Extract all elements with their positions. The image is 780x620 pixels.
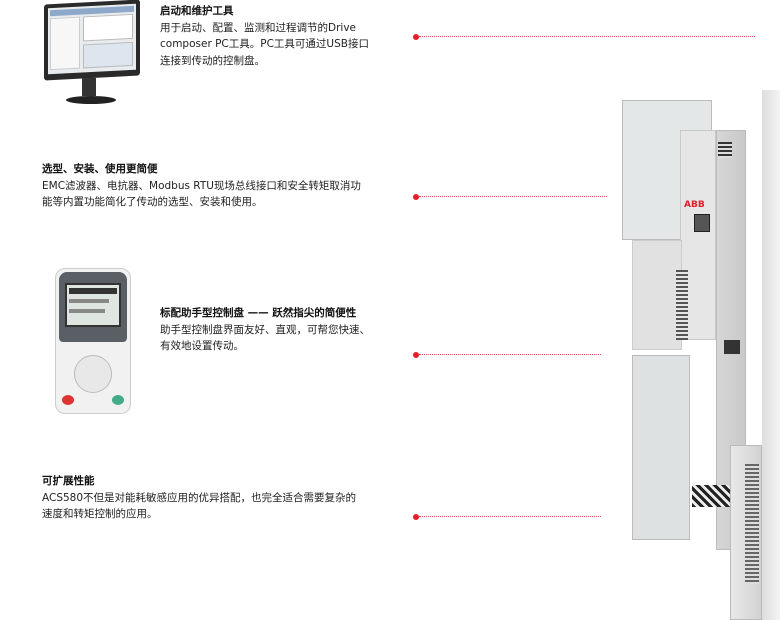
feature-line: 用于启动、配置、监测和过程调节的Drive xyxy=(160,21,356,34)
leader-line xyxy=(413,352,601,358)
leader-line xyxy=(413,34,755,40)
acs580-drive-image: ABB xyxy=(612,90,780,620)
feature-title: 标配助手型控制盘 —— 跃然指尖的简便性 xyxy=(160,307,357,319)
feature-line: 连接到传动的控制盘。 xyxy=(160,54,265,67)
feature-line: 能等内置功能简化了传动的选型、安装和使用。 xyxy=(42,196,263,208)
feature-line: composer PC工具。PC工具可通过USB接口 xyxy=(160,38,369,50)
feature-line: EMC滤波器、电抗器、Modbus RTU现场总线接口和安全转矩取消功 xyxy=(42,179,361,192)
feature-title: 启动和维护工具 xyxy=(160,5,234,17)
feature-control-panel: 标配助手型控制盘 —— 跃然指尖的简便性 助手型控制盘界面友好、直观，可帮您快速… xyxy=(160,305,370,355)
abb-logo: ABB xyxy=(684,200,705,210)
feature-line: 助手型控制盘界面友好、直观，可帮您快速、 xyxy=(160,323,370,336)
feature-easy-selection: 选型、安装、使用更简便 EMC滤波器、电抗器、Modbus RTU现场总线接口和… xyxy=(42,161,361,211)
feature-scalable-performance: 可扩展性能 ACS580不但是对能耗敏感应用的优异搭配，也完全适合需要复杂的 速… xyxy=(42,473,356,523)
leader-dot xyxy=(413,194,419,200)
leader-dot xyxy=(413,34,419,40)
feature-title: 可扩展性能 xyxy=(42,475,95,487)
feature-line: 速度和转矩控制的应用。 xyxy=(42,508,158,520)
leader-dot xyxy=(413,514,419,520)
leader-dot xyxy=(413,352,419,358)
leader-line xyxy=(413,514,601,520)
feature-line: 有效地设置传动。 xyxy=(160,340,244,352)
feature-startup-tools: 启动和维护工具 用于启动、配置、监测和过程调节的Drive composer P… xyxy=(160,3,369,69)
feature-line: ACS580不但是对能耗敏感应用的优异搭配，也完全适合需要复杂的 xyxy=(42,491,357,504)
pc-monitor-image xyxy=(44,0,140,106)
leader-line xyxy=(413,194,607,200)
assistant-control-panel-image xyxy=(55,268,131,414)
feature-title: 选型、安装、使用更简便 xyxy=(42,163,158,175)
